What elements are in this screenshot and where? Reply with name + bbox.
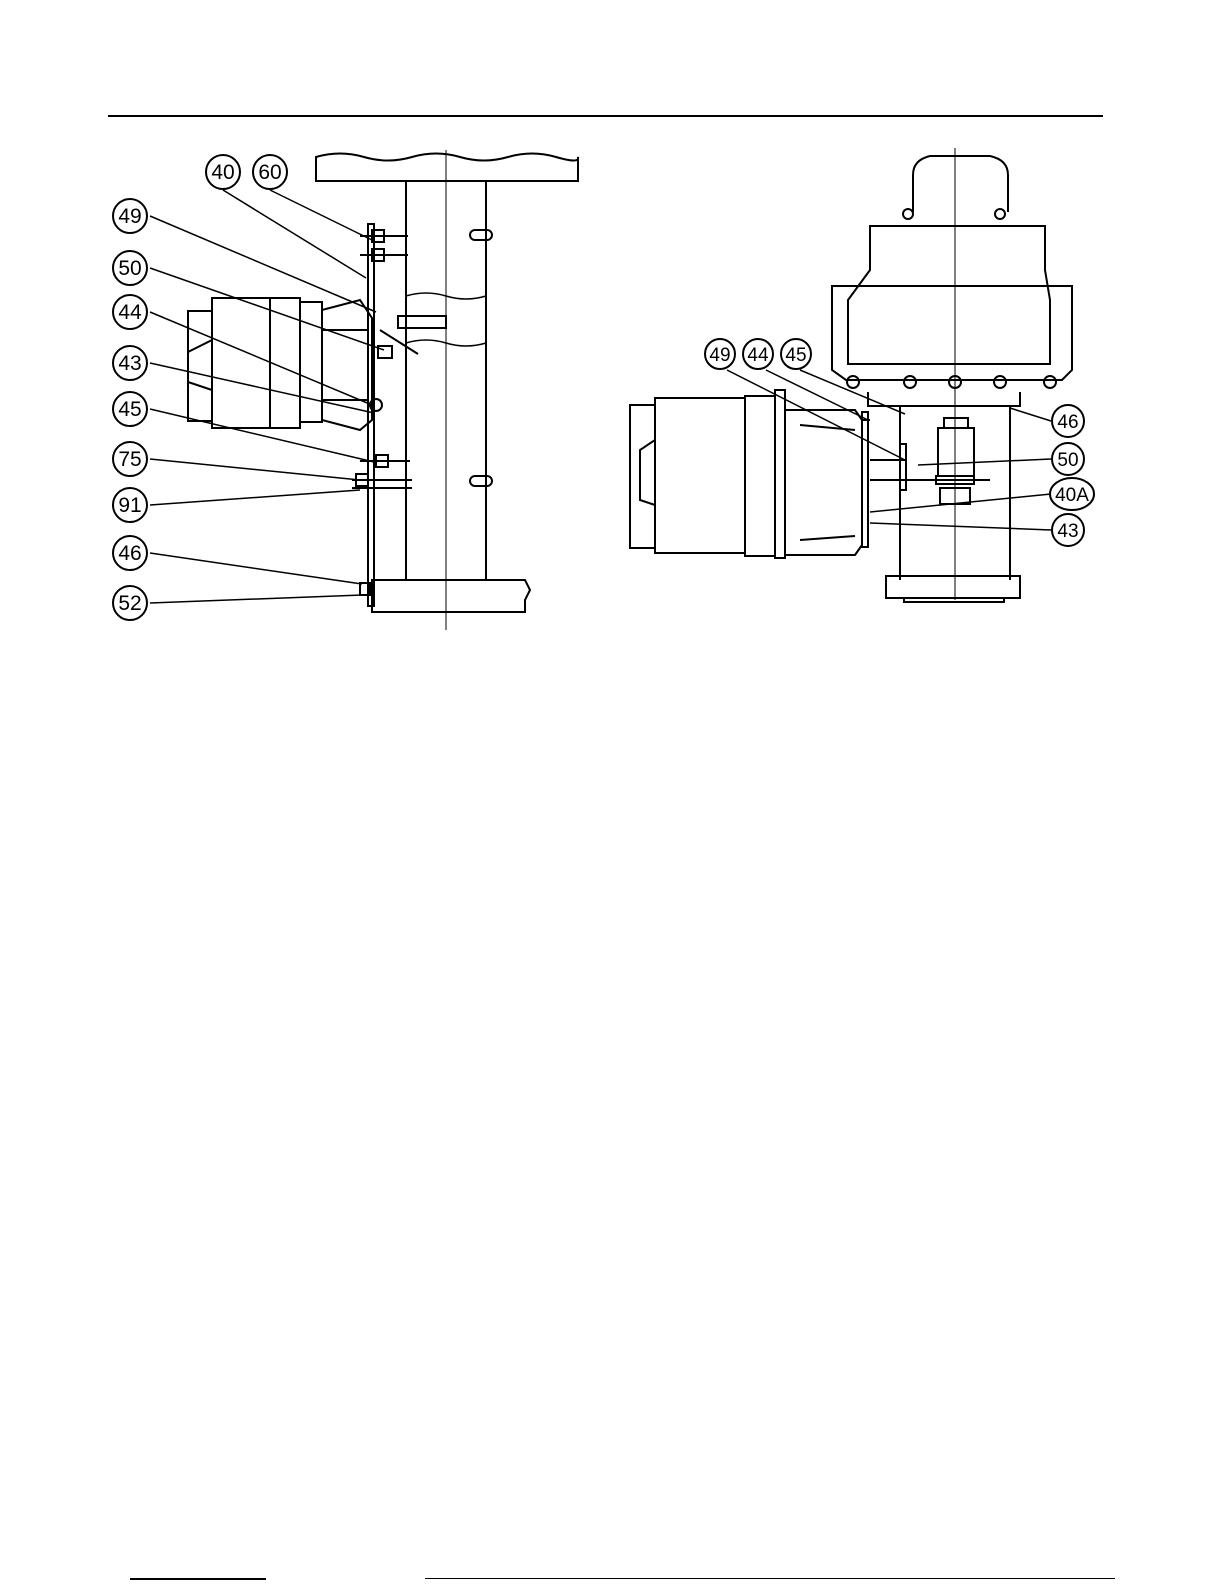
svg-text:43: 43 [118, 352, 141, 375]
left-leaders [150, 190, 384, 603]
callout-40: 40 [206, 155, 240, 189]
callout-46: 46 [113, 536, 147, 570]
svg-text:49: 49 [709, 345, 730, 366]
svg-text:45: 45 [118, 398, 141, 421]
svg-text:52: 52 [118, 592, 141, 615]
callout-43: 43 [113, 346, 147, 380]
footer-rule [425, 1578, 1115, 1579]
callout-44: 44 [113, 295, 147, 329]
right-view-drawing [630, 148, 1072, 602]
callout-60: 60 [253, 155, 287, 189]
callout-52: 52 [113, 586, 147, 620]
svg-text:40A: 40A [1055, 485, 1089, 506]
svg-text:43: 43 [1057, 521, 1078, 542]
svg-text:91: 91 [118, 494, 141, 517]
callout-43: 43 [1052, 514, 1084, 546]
callout-49: 49 [705, 339, 735, 369]
svg-text:44: 44 [118, 301, 142, 324]
callout-91: 91 [113, 488, 147, 522]
svg-text:44: 44 [747, 345, 769, 366]
svg-text:60: 60 [258, 161, 281, 184]
footer-mark [130, 1578, 266, 1580]
left-view-drawing [188, 150, 578, 630]
callout-46: 46 [1052, 405, 1084, 437]
callout-45: 45 [113, 392, 147, 426]
svg-text:46: 46 [118, 542, 141, 565]
svg-text:45: 45 [785, 345, 806, 366]
callout-44: 44 [743, 339, 773, 369]
svg-text:40: 40 [211, 161, 234, 184]
callout-50: 50 [113, 251, 147, 285]
svg-text:75: 75 [118, 448, 141, 471]
svg-text:46: 46 [1057, 412, 1078, 433]
callout-49: 49 [113, 199, 147, 233]
callout-45: 45 [781, 339, 811, 369]
svg-text:49: 49 [118, 205, 141, 228]
callout-75: 75 [113, 442, 147, 476]
svg-text:50: 50 [118, 257, 141, 280]
svg-text:50: 50 [1057, 450, 1078, 471]
callout-50: 50 [1052, 443, 1084, 475]
callout-40a: 40A [1050, 478, 1094, 510]
